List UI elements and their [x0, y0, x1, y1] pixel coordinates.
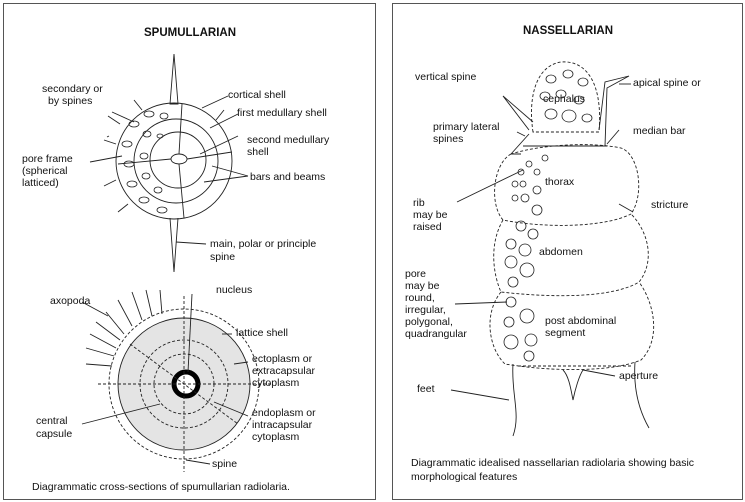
- beam: [179, 104, 182, 154]
- nassellarian-panel: NASSELLARIAN: [392, 3, 743, 500]
- label-secondary-spines: secondary or: [42, 83, 103, 95]
- label-pore: pore: [405, 268, 426, 280]
- label-pore-frame-3: latticed): [22, 177, 59, 189]
- label-primary-lateral-spines-2: spines: [433, 133, 463, 145]
- spumellarian-caption: Diagrammatic cross-sections of spumullar…: [32, 481, 290, 493]
- label-rib-3: raised: [413, 221, 442, 233]
- label-pore-5: polygonal,: [405, 316, 453, 328]
- label-secondary-spines-2: by spines: [48, 95, 92, 107]
- nassellarian-caption-2: morphological features: [411, 471, 517, 483]
- label-cephalus: cephalus: [543, 93, 585, 105]
- label-rib-2: may be: [413, 209, 448, 221]
- spumellarian-diagram: SPUMULLARIAN: [4, 4, 377, 501]
- label-vertical-spine: vertical spine: [415, 71, 476, 83]
- label-ectoplasm: ectoplasm or: [252, 353, 313, 365]
- label-pore-2: may be: [405, 280, 440, 292]
- label-pore-frame: pore frame: [22, 153, 73, 165]
- label-ectoplasm-3: cytoplasm: [252, 377, 300, 389]
- label-spine: spine: [212, 458, 237, 470]
- label-second-medullary-shell-2: shell: [247, 146, 269, 158]
- beam: [179, 164, 184, 218]
- inner-nucleus-shell: [171, 154, 187, 164]
- label-first-medullary-shell: first medullary shell: [237, 107, 327, 119]
- spumellarian-cross-section: [82, 290, 272, 472]
- label-main-spine-2: spine: [210, 251, 235, 263]
- label-pore-3: round,: [405, 292, 435, 304]
- label-primary-lateral-spines: primary lateral: [433, 121, 500, 133]
- aperture-foot: [563, 370, 583, 400]
- label-post-abdominal-2: segment: [545, 327, 585, 339]
- label-endoplasm: endoplasm or: [252, 407, 316, 419]
- label-main-spine: main, polar or principle: [210, 238, 316, 250]
- label-pore-6: quadrangular: [405, 328, 467, 340]
- label-central-capsule: central: [36, 415, 68, 427]
- label-aperture: aperture: [619, 370, 658, 382]
- label-rib: rib: [413, 197, 425, 209]
- top-spine: [170, 54, 178, 104]
- label-pore-4: irregular,: [405, 304, 446, 316]
- label-stricture: stricture: [651, 199, 689, 211]
- label-central-capsule-2: capsule: [36, 428, 72, 440]
- label-nucleus: nucleus: [216, 284, 252, 296]
- nassellarian-title: NASSELLARIAN: [523, 25, 613, 37]
- label-ectoplasm-2: extracapsular: [252, 365, 316, 377]
- label-cortical-shell: cortical shell: [228, 89, 286, 101]
- label-endoplasm-3: cytoplasm: [252, 431, 300, 443]
- foot-left: [513, 364, 516, 436]
- label-apical-spine: apical spine or: [633, 77, 701, 89]
- label-thorax: thorax: [545, 176, 575, 188]
- label-lattice-shell: lattice shell: [236, 327, 288, 339]
- label-pore-frame-2: (spherical: [22, 165, 68, 177]
- label-bars-and-beams: bars and beams: [250, 171, 325, 183]
- spumellarian-panel: SPUMULLARIAN: [3, 3, 376, 500]
- label-second-medullary-shell: second medullary: [247, 134, 330, 146]
- label-endoplasm-2: intracapsular: [252, 419, 313, 431]
- spumellarian-title: SPUMULLARIAN: [144, 27, 236, 39]
- label-post-abdominal: post abdominal: [545, 315, 616, 327]
- label-median-bar: median bar: [633, 125, 686, 137]
- cortical-shell: [116, 103, 232, 219]
- main-spine: [170, 218, 178, 272]
- nassellarian-diagram: NASSELLARIAN: [393, 4, 744, 501]
- label-abdomen: abdomen: [539, 246, 583, 258]
- primary-lateral-spines: [511, 134, 529, 154]
- nassellarian-caption: Diagrammatic idealised nassellarian radi…: [411, 457, 694, 469]
- vertical-spine: [503, 96, 533, 130]
- shell-leader-lines: [90, 96, 248, 244]
- beam: [187, 152, 232, 159]
- label-feet: feet: [417, 383, 435, 395]
- label-axopoda: axopoda: [50, 295, 90, 307]
